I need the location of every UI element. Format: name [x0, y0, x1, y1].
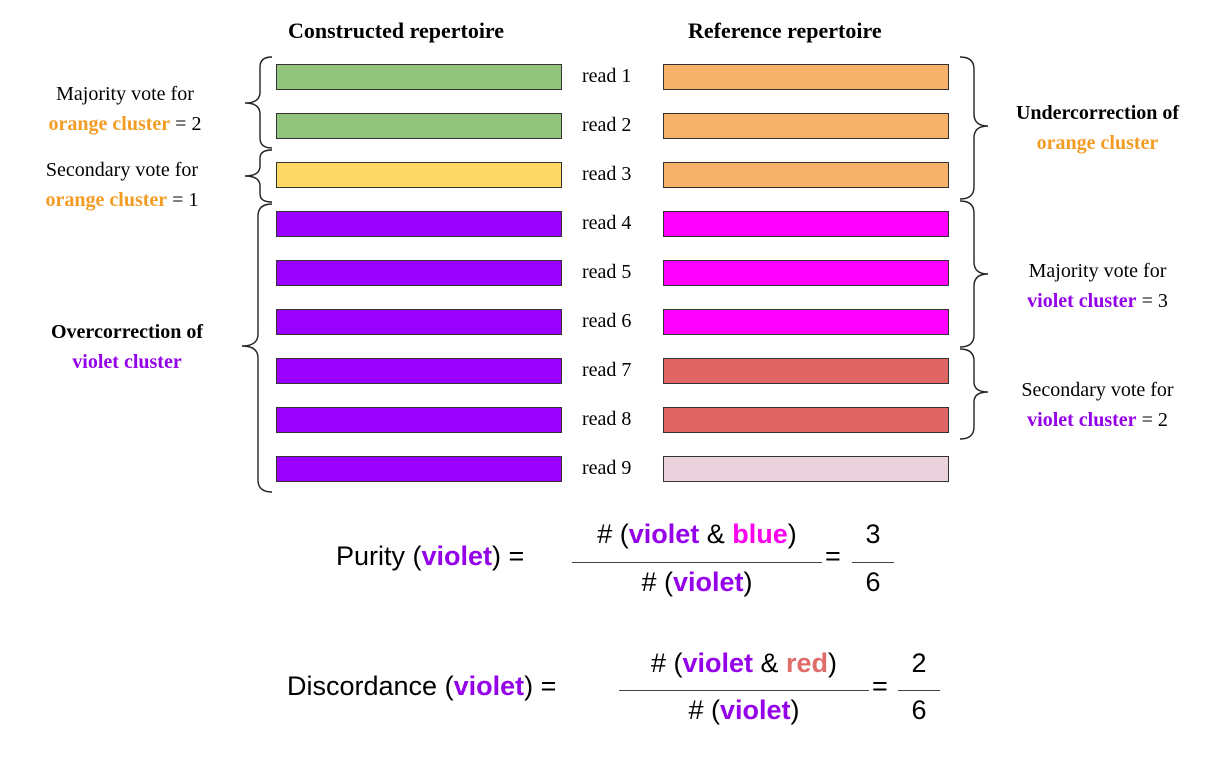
discordance-value-bar [898, 690, 940, 691]
discordance-fraction-bar [619, 690, 869, 691]
constructed-bar [276, 162, 562, 188]
constructed-bar [276, 64, 562, 90]
read-label: read 5 [582, 261, 632, 283]
discordance-equals: = [872, 671, 888, 701]
reference-bar [663, 309, 949, 335]
read-label: read 7 [582, 359, 632, 381]
read-label: read 4 [582, 212, 632, 234]
discordance-denominator: # (violet) [688, 695, 800, 725]
orange-cluster-label: orange cluster [45, 189, 168, 211]
note-line: Overcorrection of [51, 321, 203, 343]
constructed-repertoire-header: Constructed repertoire [288, 18, 505, 43]
blue-word: blue [732, 519, 788, 549]
read-label: read 2 [582, 114, 632, 136]
vote-count: = 3 [1136, 290, 1168, 312]
purity-label: Purity (violet) = [336, 541, 525, 571]
vote-count: = 2 [1136, 409, 1168, 431]
reference-bar [663, 211, 949, 237]
constructed-bar [276, 113, 562, 139]
purity-equals: = [825, 541, 841, 571]
read-label: read 8 [582, 408, 632, 430]
right-brace-undercorrection-orange [959, 56, 989, 200]
note-line: Secondary vote for [45, 159, 199, 181]
right-brace-secondary-violet [959, 348, 989, 440]
reference-bar [663, 358, 949, 384]
orange-cluster-label: orange cluster [48, 113, 171, 135]
purity-numerator: # (violet & blue) [597, 519, 797, 549]
right-note-majority-violet: Majority vote for violet cluster = 3 [995, 256, 1200, 316]
purity-fraction-bar [572, 562, 822, 563]
violet-cluster-label: violet cluster [1027, 290, 1137, 312]
violet-word: violet [453, 671, 525, 701]
left-note-majority-orange: Majority vote for orange cluster = 2 [25, 79, 225, 139]
constructed-bar [276, 407, 562, 433]
violet-word: violet [628, 519, 700, 549]
read-label: read 1 [582, 65, 632, 87]
read-label: read 3 [582, 163, 632, 185]
purity-value-bar [852, 562, 894, 563]
left-brace-overcorrection-violet [241, 203, 273, 493]
read-label: read 9 [582, 457, 632, 479]
reference-repertoire-header: Reference repertoire [688, 18, 882, 43]
purity-value-numerator: 3 [865, 519, 881, 549]
left-brace-secondary-orange [244, 149, 273, 203]
left-brace-majority-orange [244, 56, 273, 149]
right-note-secondary-violet: Secondary vote for violet cluster = 2 [995, 375, 1200, 435]
reference-bar [663, 260, 949, 286]
vote-count: = 1 [167, 189, 199, 211]
violet-word: violet [421, 541, 493, 571]
constructed-bar [276, 260, 562, 286]
right-note-undercorrection-orange: Undercorrection of orange cluster [995, 98, 1200, 158]
braces-layer [241, 56, 989, 493]
violet-word: violet [672, 567, 744, 597]
left-note-secondary-orange: Secondary vote for orange cluster = 1 [22, 155, 222, 215]
purity-denominator: # (violet) [641, 567, 753, 597]
violet-cluster-label: violet cluster [1027, 409, 1137, 431]
constructed-bar [276, 358, 562, 384]
reference-bar [663, 113, 949, 139]
note-line: Secondary vote for [1021, 379, 1174, 401]
constructed-bar [276, 309, 562, 335]
reference-bar [663, 64, 949, 90]
discordance-value-numerator: 2 [911, 648, 927, 678]
red-word: red [786, 648, 829, 678]
constructed-bar [276, 456, 562, 482]
note-line: Majority vote for [1028, 260, 1167, 282]
read-label: read 6 [582, 310, 632, 332]
reference-bar [663, 456, 949, 482]
violet-word: violet [682, 648, 753, 678]
violet-word: violet [719, 695, 791, 725]
note-line: Majority vote for [56, 83, 194, 105]
reference-bar [663, 407, 949, 433]
vote-count: = 2 [170, 113, 202, 135]
discordance-label: Discordance (violet) = [287, 671, 557, 701]
discordance-value-denominator: 6 [911, 695, 927, 725]
orange-cluster-label: orange cluster [1036, 132, 1159, 154]
discordance-numerator: # (violet & red) [650, 648, 838, 678]
note-line: Undercorrection of [1015, 102, 1180, 124]
reference-bar [663, 162, 949, 188]
right-brace-majority-violet [959, 200, 989, 348]
left-note-overcorrection-violet: Overcorrection of violet cluster [27, 317, 227, 377]
purity-value-denominator: 6 [865, 567, 881, 597]
violet-cluster-label: violet cluster [72, 351, 182, 373]
constructed-bar [276, 211, 562, 237]
